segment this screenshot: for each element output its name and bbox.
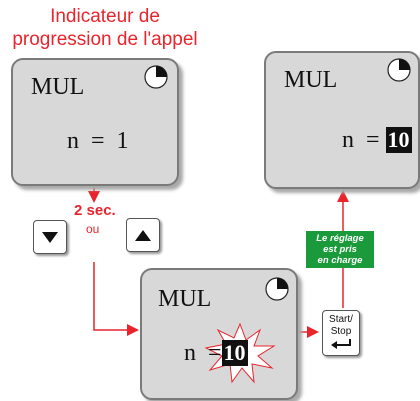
confirm-line-2: est pris xyxy=(323,244,357,255)
up-key-button[interactable] xyxy=(126,218,160,252)
value-prefix: n = xyxy=(67,128,117,154)
caption-line-1: Indicateur de xyxy=(50,6,160,27)
enter-arrow-icon xyxy=(331,339,351,349)
value-number: 1 xyxy=(116,128,129,154)
screen-title: MUL xyxy=(31,74,85,100)
screen-title: MUL xyxy=(284,67,338,93)
start-stop-line-2: Stop xyxy=(330,326,352,337)
caption-line-2: progression de l'appel xyxy=(12,29,198,50)
down-key-button[interactable] xyxy=(33,220,67,254)
up-arrow-icon xyxy=(135,230,151,241)
value-number-highlighted: 10 xyxy=(385,127,412,153)
progress-timer-icon xyxy=(387,58,411,82)
value-prefix: n = xyxy=(184,340,222,366)
value-number-blinking: 10 xyxy=(221,340,248,366)
or-label: ou xyxy=(86,222,100,236)
confirm-badge: Le réglage est pris en charge xyxy=(306,231,374,268)
value-prefix: n = xyxy=(342,127,386,153)
progress-timer-icon xyxy=(265,277,289,301)
progress-timer-icon xyxy=(144,65,168,89)
screen-title: MUL xyxy=(158,286,212,312)
down-arrow-icon xyxy=(42,232,58,243)
confirm-line-1: Le réglage xyxy=(316,233,364,244)
arrow-into-bottom-screen xyxy=(93,262,139,336)
start-stop-button[interactable]: Start/ Stop xyxy=(322,310,360,356)
screen-top-left: MUL n = 1 xyxy=(11,58,179,186)
screen-top-right: MUL n = 10 xyxy=(264,51,420,189)
screen-value-line: n = 10 xyxy=(342,127,412,154)
confirm-line-3: en charge xyxy=(317,255,363,266)
start-stop-line-1: Start/ xyxy=(329,314,353,325)
delay-label: 2 sec. xyxy=(74,202,116,219)
screen-value-line: n =10 xyxy=(184,340,248,367)
screen-value-line: n = 1 xyxy=(67,128,129,155)
screen-bottom: MUL n =10 xyxy=(140,268,298,400)
